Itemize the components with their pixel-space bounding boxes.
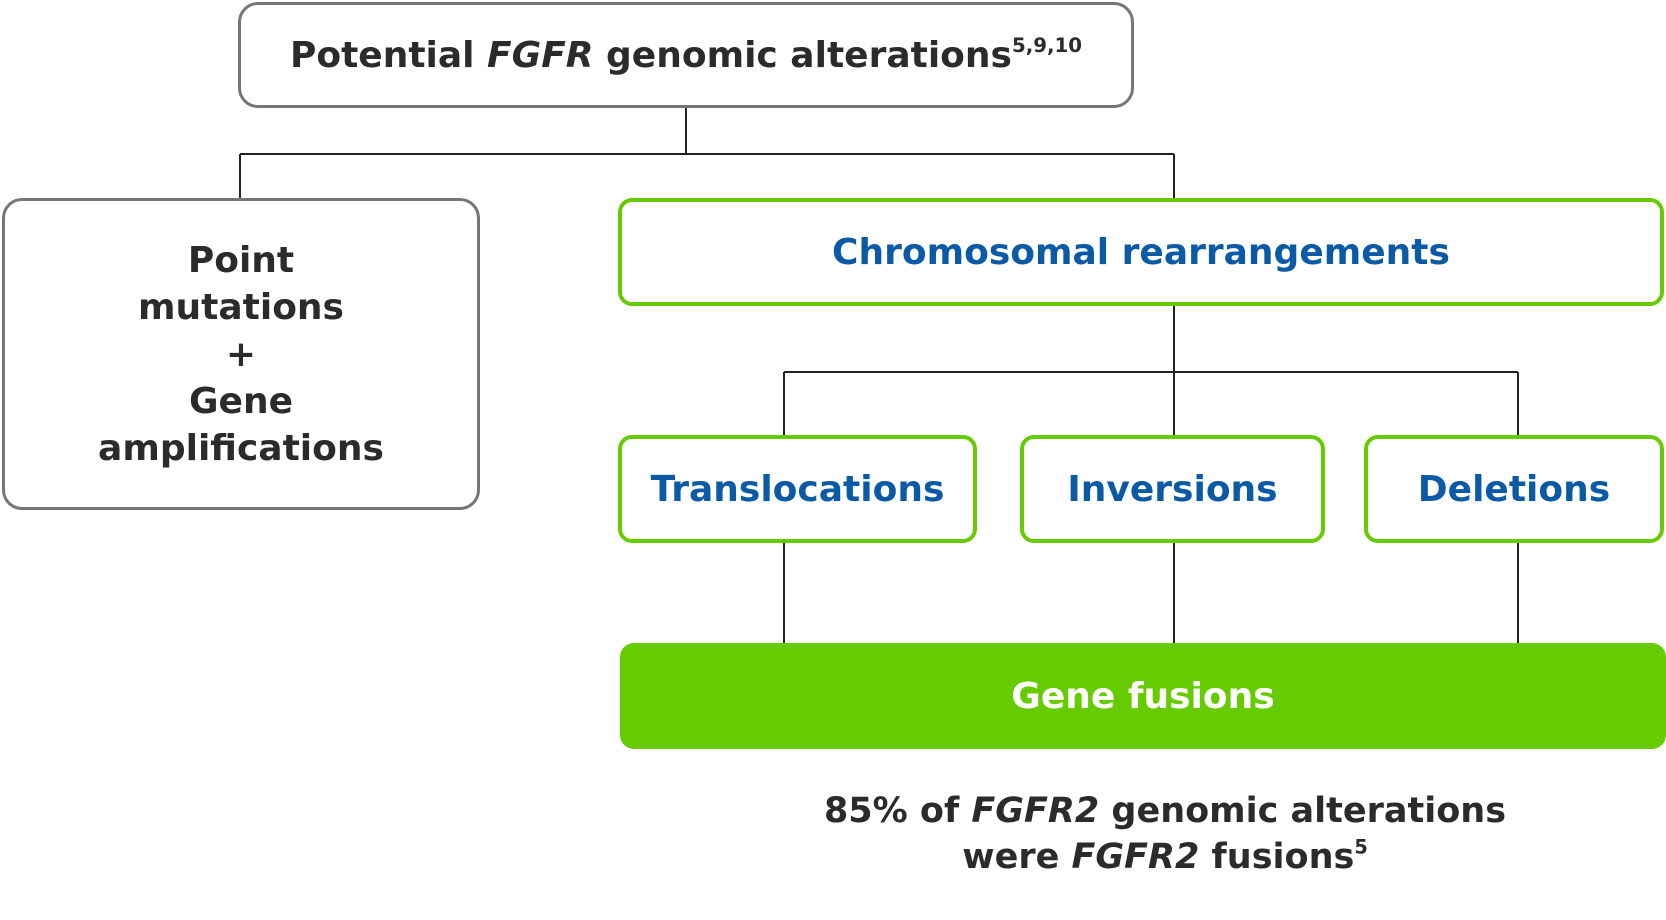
- footnote-line-1-post: genomic alterations: [1099, 791, 1507, 831]
- inversions-node: Inversions: [1020, 435, 1325, 543]
- root-label: Potential FGFR genomic alterations5,9,10: [290, 35, 1082, 76]
- root-label-post: genomic alterations: [593, 34, 1012, 76]
- footnote-line-1-pre: 85% of: [823, 791, 972, 831]
- fusion-footnote: 85% of FGFR2 genomic alterations were FG…: [760, 788, 1570, 880]
- inversions-label: Inversions: [1067, 468, 1278, 510]
- translocations-label: Translocations: [650, 468, 945, 510]
- deletions-node: Deletions: [1364, 435, 1664, 543]
- footnote-line-2-ref: 5: [1354, 835, 1368, 859]
- footnote-line-2-post: fusions: [1199, 837, 1355, 877]
- point-line-1: Point: [187, 239, 295, 281]
- footnote-line-2-gene: FGFR2: [1071, 837, 1200, 877]
- chromosomal-rearrangements-node: Chromosomal rearrangements: [618, 198, 1664, 306]
- footnote-line-2: were FGFR2 fusions5: [760, 834, 1570, 880]
- point-mutations-node: Point mutations + Gene amplifications: [2, 198, 480, 510]
- point-line-3: +: [225, 333, 257, 375]
- gene-fusions-label: Gene fusions: [1011, 675, 1275, 717]
- point-line-2: mutations: [138, 286, 344, 328]
- translocations-node: Translocations: [618, 435, 977, 543]
- point-line-4: Gene: [188, 380, 293, 422]
- footnote-line-2-pre: were: [962, 837, 1072, 877]
- root-label-gene: FGFR: [487, 34, 594, 76]
- point-line-5: amplifications: [98, 427, 384, 469]
- gene-fusions-node: Gene fusions: [620, 643, 1666, 749]
- chromosomal-label: Chromosomal rearrangements: [832, 231, 1450, 273]
- deletions-label: Deletions: [1417, 468, 1611, 510]
- root-label-refs: 5,9,10: [1011, 33, 1083, 57]
- footnote-line-1-gene: FGFR2: [971, 791, 1100, 831]
- root-node: Potential FGFR genomic alterations5,9,10: [238, 2, 1134, 108]
- footnote-line-1: 85% of FGFR2 genomic alterations: [760, 788, 1570, 834]
- root-label-pre: Potential: [289, 34, 488, 76]
